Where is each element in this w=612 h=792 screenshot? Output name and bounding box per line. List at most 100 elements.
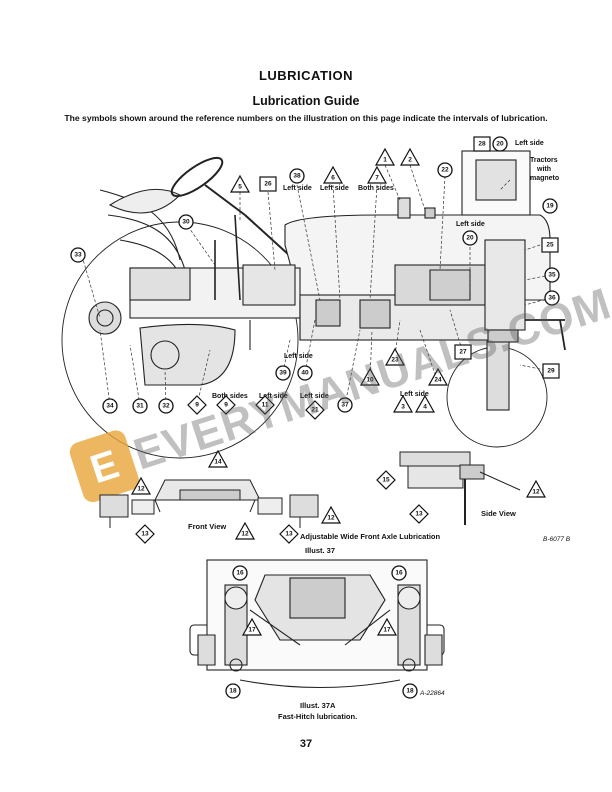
callout-40: 40 <box>297 365 313 381</box>
label-left-side-a: Left side <box>283 185 312 192</box>
svg-text:18: 18 <box>406 688 414 695</box>
label-both-sides-top: Both sides <box>358 185 394 192</box>
page-heading: LUBRICATION <box>258 68 354 83</box>
label-left-side-e: Left side <box>259 393 288 400</box>
svg-text:13: 13 <box>415 511 423 518</box>
callout-25: 25 <box>541 237 559 253</box>
svg-text:10: 10 <box>366 377 374 384</box>
label-left-side-f: Left side <box>300 393 329 400</box>
callout-12b: 12 <box>235 522 255 540</box>
label-left-side-top: Left side <box>515 140 544 147</box>
label-left-side-d: Left side <box>400 391 429 398</box>
callout-20a: 20 <box>492 136 508 152</box>
callout-22: 22 <box>437 162 453 178</box>
callout-7: 7 <box>367 166 387 184</box>
illust-37a-code: A-22864 <box>419 690 445 697</box>
svg-text:12: 12 <box>137 486 145 493</box>
svg-text:23: 23 <box>391 357 399 364</box>
callout-16a: 16 <box>232 565 248 581</box>
svg-text:13: 13 <box>285 531 293 538</box>
tractor-drawing <box>61 150 566 459</box>
callout-9b: 9 <box>216 395 236 415</box>
svg-text:30: 30 <box>182 219 190 226</box>
label-with: with <box>536 166 551 173</box>
svg-text:33: 33 <box>74 252 82 259</box>
svg-text:4: 4 <box>423 404 427 411</box>
callout-1: 1 <box>375 148 395 166</box>
svg-text:12: 12 <box>327 515 335 522</box>
callout-13a: 13 <box>135 524 155 544</box>
page-number: 37 <box>299 738 313 750</box>
intro-text: The symbols shown around the reference n… <box>64 113 548 123</box>
callout-38: 38 <box>289 168 305 184</box>
callout-32: 32 <box>158 398 174 414</box>
callout-34: 34 <box>102 398 118 414</box>
label-both-sides-bottom: Both sides <box>212 393 248 400</box>
svg-text:20: 20 <box>496 141 504 148</box>
leader-lines <box>81 164 551 406</box>
callout-23: 23 <box>385 348 405 366</box>
callout-37: 37 <box>337 397 353 413</box>
callout-11: 11 <box>255 395 275 415</box>
callout-10: 10 <box>360 368 380 386</box>
axle-side-view <box>399 451 521 525</box>
svg-text:9: 9 <box>195 402 199 409</box>
callout-26: 26 <box>259 176 277 192</box>
illust-37-caption: Illust. 37 <box>305 546 335 555</box>
axle-caption: Adjustable Wide Front Axle Lubrication <box>300 532 440 541</box>
svg-text:18: 18 <box>229 688 237 695</box>
svg-text:35: 35 <box>548 272 556 279</box>
svg-text:39: 39 <box>279 370 287 377</box>
callout-16b: 16 <box>391 565 407 581</box>
svg-text:19: 19 <box>546 203 554 210</box>
axle-front-view <box>99 479 319 528</box>
callout-15: 15 <box>376 470 396 490</box>
svg-text:17: 17 <box>383 627 391 634</box>
callout-18a: 18 <box>225 683 241 699</box>
callout-19: 19 <box>542 198 558 214</box>
side-view-label: Side View <box>481 509 516 518</box>
callout-12a: 12 <box>131 477 151 495</box>
svg-text:5: 5 <box>238 184 242 191</box>
label-left-side-c: Left side <box>284 353 313 360</box>
svg-text:7: 7 <box>375 175 379 182</box>
callout-30: 30 <box>178 214 194 230</box>
svg-text:27: 27 <box>459 349 467 356</box>
callout-33: 33 <box>70 247 86 263</box>
svg-text:24: 24 <box>434 377 442 384</box>
callout-27: 27 <box>454 344 472 360</box>
svg-text:16: 16 <box>395 570 403 577</box>
illust-37a-caption: Illust. 37A <box>300 701 336 710</box>
label-magneto: magneto <box>530 175 559 182</box>
watermark-logo-icon <box>69 430 139 503</box>
callout-4: 4 <box>415 395 435 413</box>
callout-13b: 13 <box>279 524 299 544</box>
callout-9a: 9 <box>187 395 207 415</box>
svg-text:20: 20 <box>466 235 474 242</box>
callout-28: 28 <box>473 136 491 152</box>
svg-text:22: 22 <box>441 167 449 174</box>
svg-text:40: 40 <box>301 370 309 377</box>
svg-text:26: 26 <box>264 181 272 188</box>
svg-text:1: 1 <box>383 157 387 164</box>
page-subheading: Lubrication Guide <box>252 94 360 108</box>
callout-39: 39 <box>275 365 291 381</box>
svg-text:2: 2 <box>408 157 412 164</box>
svg-text:13: 13 <box>141 531 149 538</box>
svg-text:17: 17 <box>248 627 256 634</box>
svg-text:32: 32 <box>162 403 170 410</box>
svg-text:9: 9 <box>224 402 228 409</box>
label-left-side-mid: Left side <box>456 221 485 228</box>
svg-text:37: 37 <box>341 402 349 409</box>
svg-text:3: 3 <box>401 404 405 411</box>
label-tractors: Tractors <box>530 157 558 164</box>
label-left-side-b: Left side <box>320 185 349 192</box>
callout-14: 14 <box>208 450 228 468</box>
svg-text:38: 38 <box>293 173 301 180</box>
callout-6: 6 <box>323 166 343 184</box>
svg-text:12: 12 <box>532 489 540 496</box>
callout-2: 2 <box>400 148 420 166</box>
svg-text:21: 21 <box>311 407 319 414</box>
svg-text:29: 29 <box>547 368 555 375</box>
